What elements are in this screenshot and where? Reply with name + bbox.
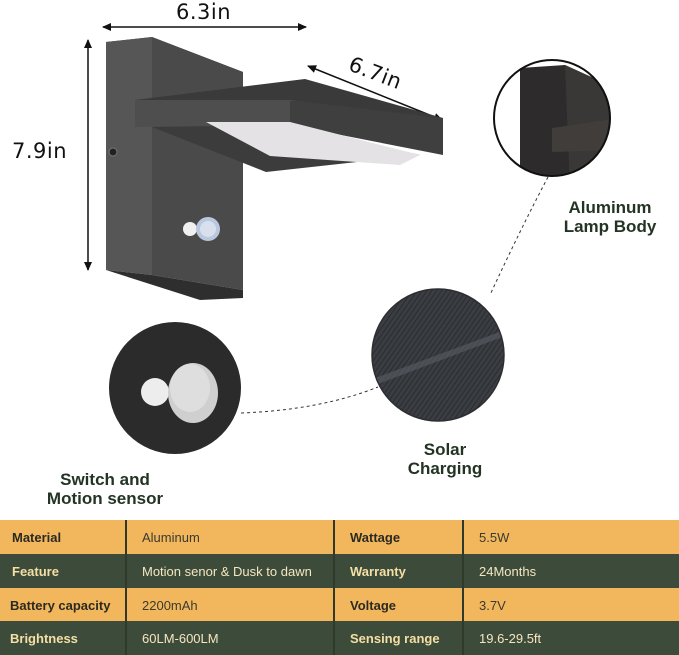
spec-value: 3.7V [479, 597, 506, 613]
column-divider [125, 520, 127, 655]
lamp-body-caption: Aluminum Lamp Body [545, 198, 675, 236]
spec-value: Aluminum [142, 529, 200, 545]
spec-key: Feature [12, 563, 59, 579]
solar-caption: Solar Charging [380, 440, 510, 478]
caption-line: Lamp Body [563, 217, 657, 236]
caption-line: Charging [407, 459, 483, 478]
column-divider [462, 520, 464, 655]
spec-value: 60LM-600LM [142, 630, 219, 646]
table-row: Feature Motion senor & Dusk to dawn Warr… [0, 554, 679, 588]
spec-value: 2200mAh [142, 597, 198, 613]
spec-key: Battery capacity [10, 597, 111, 613]
column-divider [333, 520, 335, 655]
spec-key: Wattage [350, 529, 401, 545]
spec-value: Motion senor & Dusk to dawn [142, 563, 312, 579]
spec-table: Material Aluminum Wattage 5.5W Feature M… [0, 520, 679, 655]
caption-line: Switch and [60, 470, 150, 489]
sensor-closeup [109, 322, 241, 454]
caption-line: Motion sensor [46, 489, 164, 508]
connector-line [489, 176, 549, 296]
connector-line [240, 386, 379, 414]
lamp-body [106, 37, 443, 300]
spec-key: Material [12, 529, 62, 545]
spec-value: 24Months [479, 563, 537, 579]
height-label: 7.9in [12, 139, 68, 163]
spec-value: 19.6-29.5ft [479, 630, 542, 646]
spec-value: 5.5W [479, 529, 510, 545]
spec-key: Sensing range [350, 630, 440, 646]
spec-key: Voltage [350, 597, 396, 613]
solar-panel-closeup [371, 288, 505, 422]
table-row: Brightness 60LM-600LM Sensing range 19.6… [0, 621, 679, 655]
product-illustration [84, 23, 611, 454]
table-row: Battery capacity 2200mAh Voltage 3.7V [0, 588, 679, 622]
caption-line: Aluminum [568, 198, 652, 217]
spec-key: Warranty [350, 563, 406, 579]
sensor-caption: Switch and Motion sensor [20, 470, 190, 508]
table-row: Material Aluminum Wattage 5.5W [0, 520, 679, 554]
depth-dimension-arrow [307, 65, 443, 121]
lamp-body-closeup [493, 59, 611, 177]
width-label: 6.3in [176, 0, 232, 24]
caption-line: Solar [423, 440, 467, 459]
spec-key: Brightness [10, 630, 78, 646]
